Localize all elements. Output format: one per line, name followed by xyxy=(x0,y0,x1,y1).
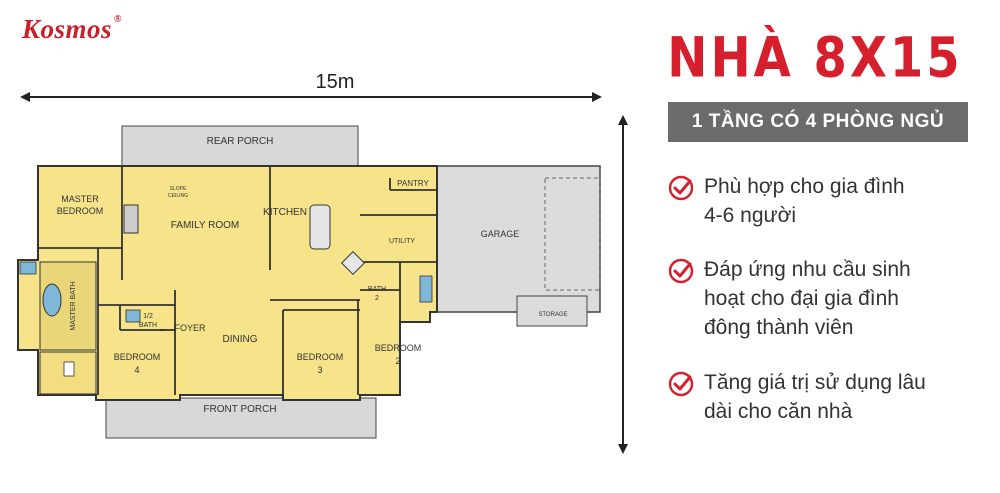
label-master-bedroom-1: MASTER xyxy=(61,194,99,204)
label-half-bath-2: BATH xyxy=(139,322,157,329)
feature-item-2: Đáp ứng nhu cầu sinh hoạt cho đại gia đìn… xyxy=(668,255,983,342)
label-bath2-1: BATH xyxy=(368,286,386,293)
label-bedroom4-1: BEDROOM xyxy=(114,352,161,362)
label-bedroom4-2: 4 xyxy=(134,365,139,375)
feature-item-1: Phù hợp cho gia đình 4-6 người xyxy=(668,172,983,230)
feature-line: hoạt cho đại gia đình xyxy=(704,287,899,310)
label-family-room: FAMILY ROOM xyxy=(171,220,240,231)
label-bath2-2: 2 xyxy=(375,295,379,302)
feature-line: Phù hợp cho gia đình xyxy=(704,175,905,198)
feature-text: Đáp ứng nhu cầu sinh hoạt cho đại gia đìn… xyxy=(704,255,911,342)
brand-logo: Kosmos® xyxy=(22,14,122,45)
label-bedroom3-2: 3 xyxy=(317,365,322,375)
feature-text: Tăng giá trị sử dụng lâu dài cho căn nhà xyxy=(704,368,926,426)
label-bedroom2-2: 2 xyxy=(395,356,400,366)
brand-name: Kosmos xyxy=(22,14,113,44)
floor-plan: 15m 8m xyxy=(17,71,628,454)
label-utility: UTILITY xyxy=(389,238,415,245)
label-bedroom2-1: BEDROOM xyxy=(375,343,422,353)
kitchen-island xyxy=(309,204,331,250)
feature-line: Đáp ứng nhu cầu sinh xyxy=(704,258,911,281)
registered-mark: ® xyxy=(114,14,123,25)
label-pantry: PANTRY xyxy=(397,179,429,188)
label-slope-2: CEILING xyxy=(168,193,188,199)
label-master-bedroom-2: BEDROOM xyxy=(57,206,104,216)
label-foyer: FOYER xyxy=(174,323,206,333)
page-title: NHÀ 8X15 xyxy=(667,25,963,91)
label-garage: GARAGE xyxy=(481,229,520,239)
label-half-bath-1: 1/2 xyxy=(143,313,153,320)
bathtub xyxy=(42,283,62,317)
garage xyxy=(436,165,601,313)
feature-item-3: Tăng giá trị sử dụng lâu dài cho căn nhà xyxy=(668,368,983,426)
label-slope-1: SLOPE xyxy=(170,186,187,192)
label-storage: STORAGE xyxy=(538,312,567,318)
storage xyxy=(516,295,588,327)
fireplace xyxy=(123,204,139,234)
check-circle-icon xyxy=(668,258,694,284)
check-circle-icon xyxy=(668,371,694,397)
feature-line: Tăng giá trị sử dụng lâu xyxy=(704,371,926,394)
front-porch xyxy=(105,397,377,439)
subtitle-band: 1 TẦNG CÓ 4 PHÒNG NGỦ xyxy=(668,102,968,142)
feature-line: đông thành viên xyxy=(704,316,854,339)
label-kitchen: KITCHEN xyxy=(263,207,307,218)
feature-text: Phù hợp cho gia đình 4-6 người xyxy=(704,172,905,230)
label-rear-porch: REAR PORCH xyxy=(207,136,274,147)
width-label: 15m xyxy=(316,71,355,93)
check-circle-icon xyxy=(668,175,694,201)
label-master-bath: MASTER BATH xyxy=(70,281,77,330)
label-bedroom3-1: BEDROOM xyxy=(297,352,344,362)
label-dining: DINING xyxy=(223,334,258,345)
feature-line: 4-6 người xyxy=(704,204,797,227)
feature-line: dài cho căn nhà xyxy=(704,400,853,423)
label-front-porch: FRONT PORCH xyxy=(203,404,276,415)
